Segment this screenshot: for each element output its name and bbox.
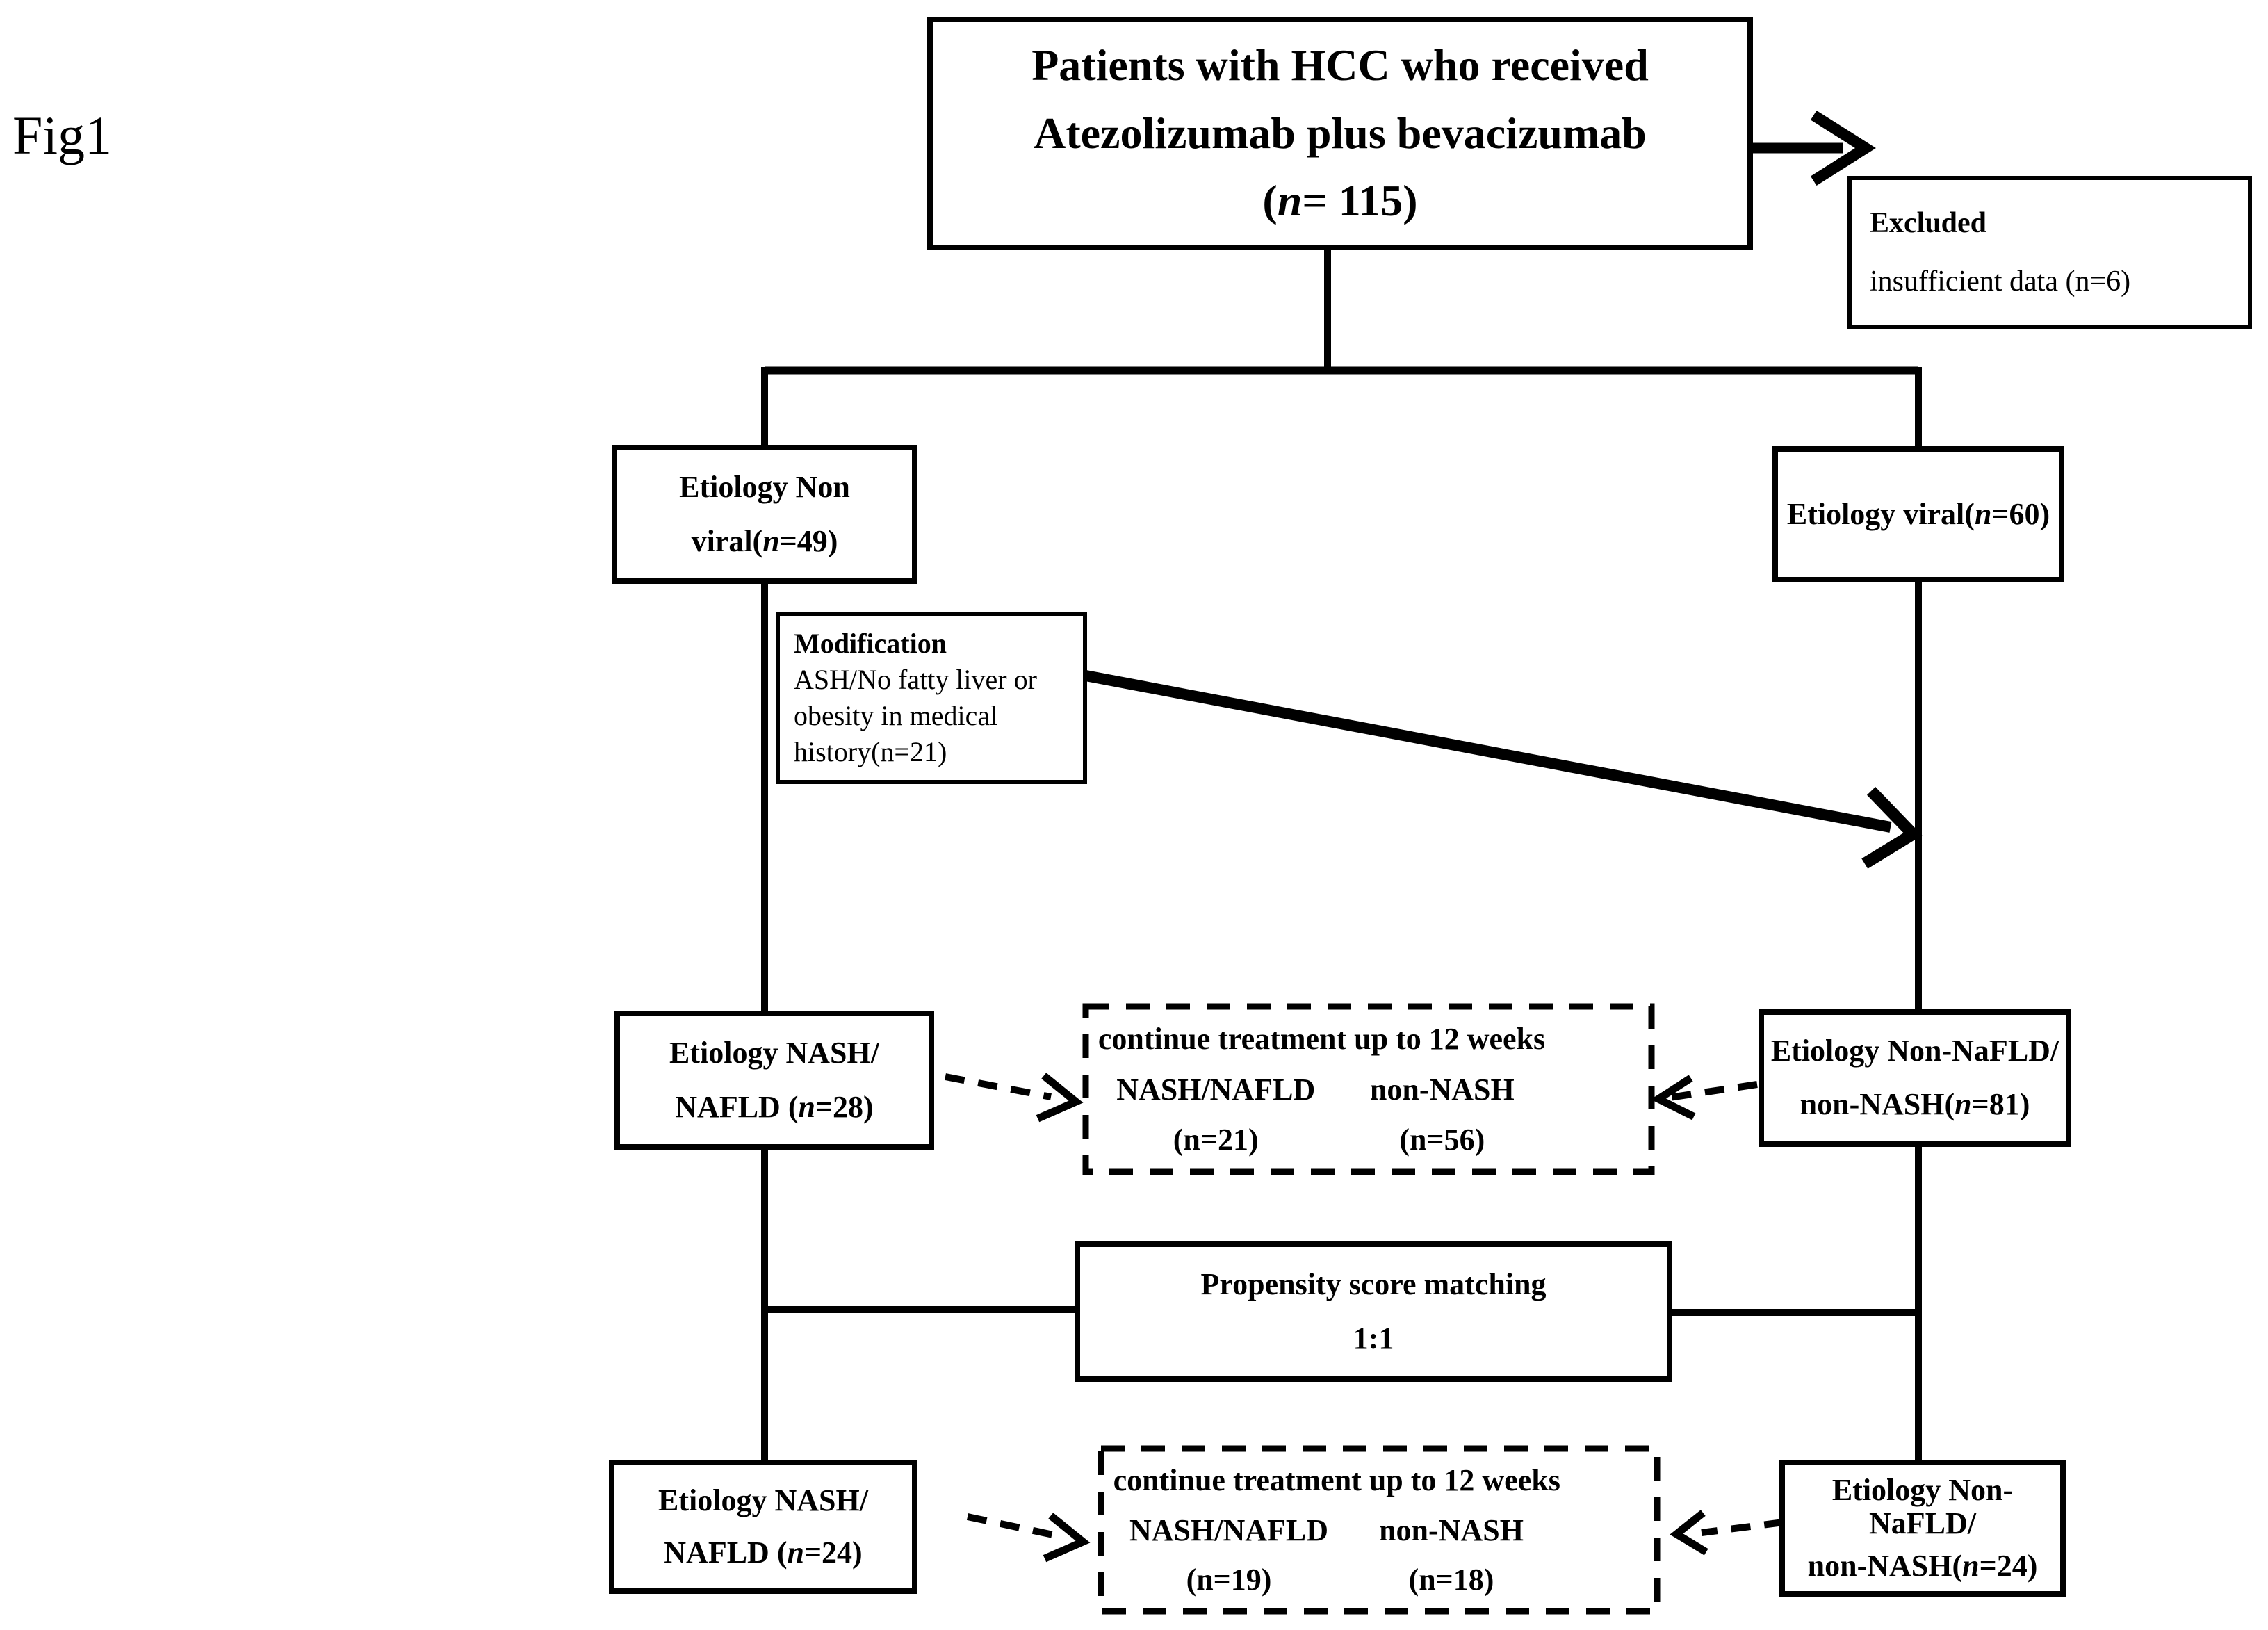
modification-arrow [1084,670,1923,869]
excluded-arrow [1752,110,1876,186]
dashed-arrow-nonnafld81-to-continue [1650,1075,1758,1120]
nonnafld24-line1: Etiology Non-NaFLD/ [1831,1472,2014,1541]
modification-line2: obesity in medical [794,700,998,731]
propensity-line1: Propensity score matching [1200,1266,1547,1301]
nash24-line1: Etiology NASH/ [658,1483,868,1517]
box-etiology-nonviral: Etiology Non viral(n=49) [612,445,917,584]
figure-label: Fig1 [13,105,113,165]
continue-pre-line1: continue treatment up to 12 weeks [1098,1022,1546,1057]
nash28-line1: Etiology NASH/ [669,1036,879,1070]
modification-line3: history(n=21) [794,736,947,767]
box-continue-pre-match: continue treatment up to 12 weeks NASH/N… [1086,1006,1651,1172]
dashed-arrow-nash28-to-continue [945,1073,1084,1123]
box-non-nafld-24: Etiology Non-NaFLD/ non-NASH(n=24) [1779,1460,2066,1597]
box-etiology-viral: Etiology viral(n=60) [1772,446,2064,582]
box-non-nafld-81: Etiology Non-NaFLD/ non-NASH(n=81) [1759,1009,2071,1147]
box-nash-nafld-28: Etiology NASH/ NAFLD (n=28) [614,1011,934,1150]
box-patients-hcc: Patients with HCC who received Atezolizu… [927,17,1753,250]
continue-pre-col1-label: NASH/NAFLD [1116,1072,1316,1107]
dashed-arrow-nash24-to-continue [966,1513,1091,1563]
continue-pre-match-dashed-box-border [1082,1003,1655,1175]
propensity-ratio: 1:1 [1353,1321,1394,1355]
nonnafld24-line2: non-NASH(n=24) [1807,1548,2038,1583]
continue-pre-col1-count: (n=21) [1173,1122,1259,1157]
etiology-nonviral-line2: viral(n=49) [691,523,838,558]
etiology-viral-line1: Etiology viral(n=60) [1786,496,2050,531]
continue-post-col2-label: non-NASH [1379,1513,1524,1547]
box-patients-count: (n= 115) [1262,176,1418,226]
excluded-title: Excluded [1870,206,1987,239]
continue-post-line1: continue treatment up to 12 weeks [1113,1463,1560,1498]
etiology-nonviral-line1: Etiology Non [679,470,850,505]
continue-post-match-dashed-box-border [1098,1445,1661,1615]
box-patients-line1: Patients with HCC who received [1031,40,1649,90]
box-nash-nafld-24: Etiology NASH/ NAFLD (n=24) [609,1460,917,1594]
nonnafld81-line1: Etiology Non-NaFLD/ [1770,1034,2059,1068]
continue-post-col2-count: (n=18) [1408,1562,1494,1597]
continue-pre-col2-label: non-NASH [1369,1072,1515,1107]
continue-post-col1-count: (n=19) [1186,1562,1272,1597]
box-continue-post-match: continue treatment up to 12 weeks NASH/N… [1101,1449,1657,1611]
box-modification: Modification ASH/No fatty liver or obesi… [776,612,1087,784]
nash28-line2: NAFLD (n=28) [675,1089,874,1124]
modification-line1: ASH/No fatty liver or [794,664,1037,695]
dashed-arrow-nonnafld24-to-continue [1670,1510,1784,1556]
continue-pre-col2-count: (n=56) [1399,1122,1485,1157]
box-excluded: Excluded insufficient data (n=6) [1847,176,2252,329]
modification-title: Modification [794,628,947,659]
nonnafld81-line2: non-NASH(n=81) [1800,1087,2030,1122]
nash24-line2: NAFLD (n=24) [664,1535,863,1570]
excluded-body: insufficient data (n=6) [1870,266,2131,298]
continue-post-col1-label: NASH/NAFLD [1129,1513,1329,1547]
box-patients-line2: Atezolizumab plus bevacizumab [1034,108,1647,158]
box-propensity-matching: Propensity score matching 1:1 [1075,1241,1672,1382]
